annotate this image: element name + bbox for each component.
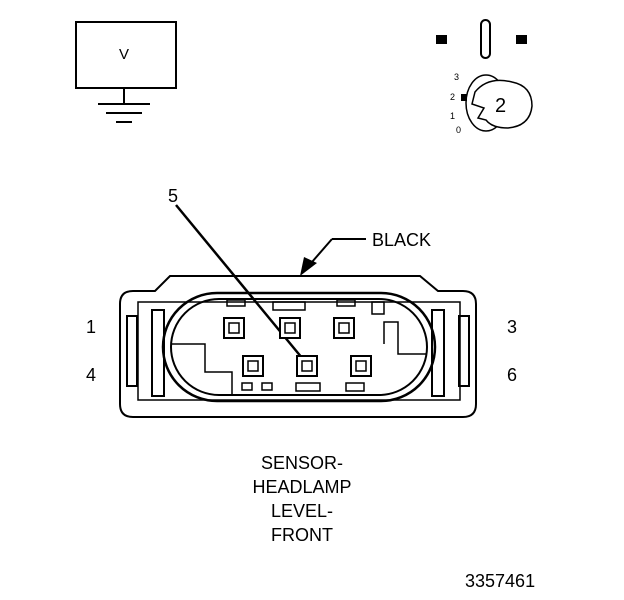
pin-cavity-3 [333, 317, 355, 339]
pin-cavity-5 [296, 355, 318, 377]
key-icon [436, 19, 527, 59]
key-selected-position: 2 [495, 95, 507, 117]
caption-line-4: FRONT [271, 525, 333, 545]
caption-line-3: LEVEL- [270, 501, 334, 521]
callout-lines [175, 204, 308, 365]
pin-cavities [223, 317, 372, 377]
caption-line-1: SENSOR- [260, 453, 343, 473]
connector-keying [172, 299, 426, 394]
caption-line-2: HEADLAMP [252, 477, 352, 497]
pin-label-3: 3 [507, 317, 518, 337]
connector-housing [119, 275, 477, 418]
pin-label-1: 1 [86, 317, 97, 337]
connector-color-label: BLACK [372, 230, 432, 250]
pin-5-callout: 5 [168, 186, 179, 206]
ignition-switch-icon [461, 74, 533, 132]
key-step-3: 3 [454, 72, 460, 82]
pin-cavity-2 [279, 317, 301, 339]
pin-cavity-1 [223, 317, 245, 339]
key-step-0: 0 [456, 125, 462, 135]
key-step-2: 2 [450, 92, 456, 102]
key-step-1: 1 [450, 111, 456, 121]
voltmeter-symbol [75, 21, 177, 123]
black-callout [300, 238, 366, 276]
pin-cavity-4 [242, 355, 264, 377]
figure-number: 3357461 [465, 571, 536, 591]
meter-label: V [119, 46, 130, 63]
pin-label-6: 6 [507, 365, 518, 385]
pin-label-4: 4 [86, 365, 97, 385]
pin-cavity-6 [350, 355, 372, 377]
